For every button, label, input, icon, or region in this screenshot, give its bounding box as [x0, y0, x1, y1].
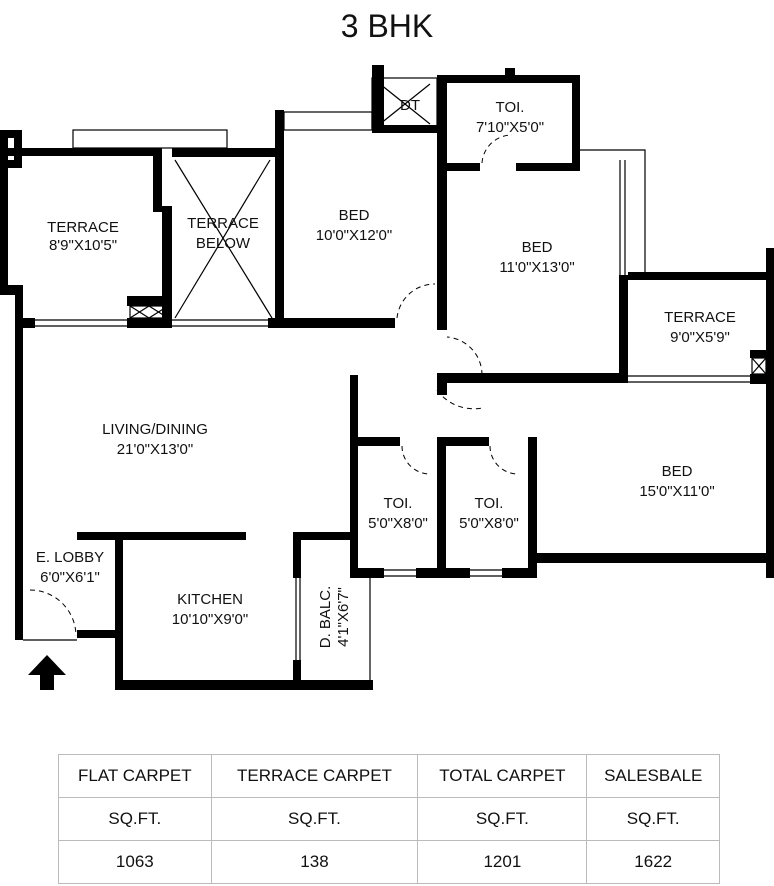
header-cell: TERRACE CARPET [210, 754, 419, 798]
room-labels: TERRACE 8'9"X10'5" TERRACE BELOW BED 10'… [36, 97, 736, 648]
value-cell: 1201 [417, 840, 588, 884]
unit-cell: SQ.FT. [586, 797, 720, 841]
table-header-row: FLAT CARPET TERRACE CARPET TOTAL CARPET … [58, 754, 720, 798]
toi-1-size: 7'10"X5'0" [476, 119, 544, 136]
header-cell: TOTAL CARPET [417, 754, 588, 798]
terrace-below-name: TERRACE [187, 215, 259, 232]
bed-3-size: 15'0"X11'0" [639, 483, 714, 500]
terrace-below-name2: BELOW [196, 235, 251, 252]
bed-1-size: 10'0"X12'0" [316, 227, 392, 244]
balcony-name: D. BALC. [317, 586, 334, 649]
unit-cell: SQ.FT. [58, 797, 212, 841]
thin-outlines [23, 77, 767, 690]
plan-title: 3 BHK [340, 8, 434, 44]
bed-1-name: BED [339, 207, 370, 224]
dt-label: DT [400, 97, 420, 114]
value-cell: 1063 [58, 840, 212, 884]
lobby-size: 6'0"X6'1" [40, 569, 100, 586]
bed-2-name: BED [522, 239, 553, 256]
terrace-2-name: TERRACE [664, 309, 736, 326]
kitchen-name: KITCHEN [177, 591, 243, 608]
balcony-size: 4'1"X6'7" [335, 587, 352, 647]
kitchen-size: 10'10"X9'0" [172, 611, 248, 628]
toi-3-name: TOI. [475, 495, 504, 512]
toi-3-size: 5'0"X8'0" [459, 515, 519, 532]
value-cell: 1622 [586, 840, 720, 884]
unit-cell: SQ.FT. [417, 797, 588, 841]
floor-plan-drawing: TERRACE 8'9"X10'5" TERRACE BELOW BED 10'… [0, 65, 774, 690]
header-cell: SALESBALE [586, 754, 720, 798]
door-swings [29, 134, 519, 637]
bed-3-name: BED [662, 463, 693, 480]
toi-1-name: TOI. [496, 99, 525, 116]
area-table: FLAT CARPET TERRACE CARPET TOTAL CARPET … [58, 754, 720, 884]
lobby-name: E. LOBBY [36, 549, 104, 566]
terrace-1-size: 8'9"X10'5" [49, 237, 117, 254]
toi-2-size: 5'0"X8'0" [368, 515, 428, 532]
header-cell: FLAT CARPET [58, 754, 212, 798]
table-unit-row: SQ.FT. SQ.FT. SQ.FT. SQ.FT. [58, 797, 720, 841]
unit-cell: SQ.FT. [210, 797, 419, 841]
table-value-row: 1063 138 1201 1622 [58, 840, 720, 884]
toi-2-name: TOI. [384, 495, 413, 512]
living-size: 21'0"X13'0" [117, 441, 193, 458]
bed-2-size: 11'0"X13'0" [499, 259, 574, 276]
value-cell: 138 [210, 840, 419, 884]
living-name: LIVING/DINING [102, 421, 208, 438]
walls [0, 65, 774, 690]
terrace-1-name: TERRACE [47, 219, 119, 236]
terrace-2-size: 9'0"X5'9" [670, 329, 730, 346]
entrance-arrow-icon [28, 655, 66, 690]
